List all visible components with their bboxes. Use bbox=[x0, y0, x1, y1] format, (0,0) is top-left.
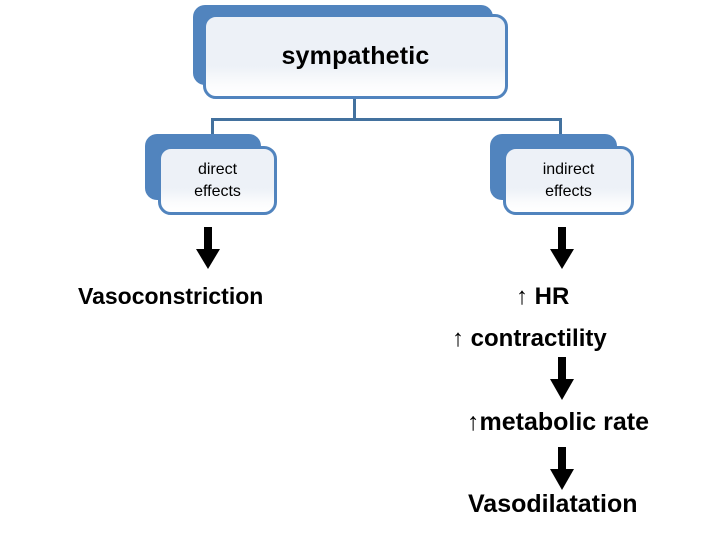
node-indirect-effects-line1: indirect bbox=[542, 160, 595, 178]
node-indirect-effects-line2: effects bbox=[545, 182, 592, 200]
down-arrow-icon-indirect bbox=[549, 227, 575, 269]
down-arrow-head bbox=[550, 379, 574, 400]
down-arrow-head bbox=[550, 469, 574, 490]
down-arrow-head bbox=[550, 249, 574, 269]
node-direct-effects-face: direct effects bbox=[158, 146, 277, 215]
down-arrow-shaft bbox=[204, 227, 212, 251]
down-arrow-shaft bbox=[558, 357, 566, 381]
node-direct-effects-line1: direct bbox=[197, 160, 238, 178]
node-sympathetic-label: sympathetic bbox=[203, 14, 508, 99]
down-arrow-icon-metabolic bbox=[549, 357, 575, 400]
label-vasoconstriction: Vasoconstriction bbox=[78, 283, 264, 309]
label-vasodilatation: Vasodilatation bbox=[468, 490, 638, 518]
node-indirect-effects-face: indirect effects bbox=[503, 146, 634, 215]
connector-horizontal-bar bbox=[211, 118, 562, 121]
down-arrow-shaft bbox=[558, 227, 566, 251]
node-direct-effects[interactable]: direct effects bbox=[145, 134, 277, 215]
down-arrow-icon-vasodilatation bbox=[549, 447, 575, 490]
down-arrow-shaft bbox=[558, 447, 566, 471]
connector-root-stem bbox=[353, 92, 356, 120]
node-indirect-effects[interactable]: indirect effects bbox=[490, 134, 634, 215]
connector-drop-indirect bbox=[559, 118, 562, 136]
down-arrow-head bbox=[196, 249, 220, 269]
node-sympathetic[interactable]: sympathetic bbox=[193, 5, 508, 99]
label-heart-rate: ↑ HR bbox=[516, 283, 570, 310]
connector-drop-direct bbox=[211, 118, 214, 136]
label-metabolic-rate: ↑metabolic rate bbox=[467, 408, 650, 436]
down-arrow-icon-direct bbox=[195, 227, 221, 269]
node-direct-effects-line2: effects bbox=[194, 182, 241, 200]
label-contractility: ↑ contractility bbox=[452, 325, 607, 352]
